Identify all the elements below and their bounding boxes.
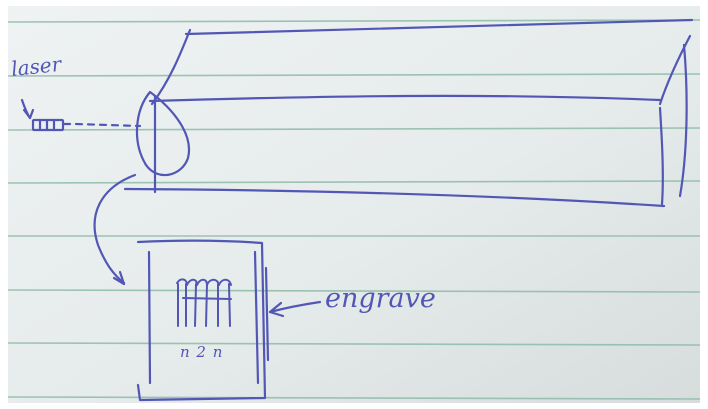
- front-diagonal-edge: [150, 28, 192, 106]
- engraving-box: [136, 239, 270, 402]
- chip-marks-label: n 2 n: [180, 343, 223, 361]
- rule-line: [7, 73, 701, 77]
- engraving-box-side: [264, 266, 270, 362]
- notebook-paper: [8, 6, 700, 403]
- engraving-box-inner-right: [253, 250, 260, 385]
- bottom-rail: [123, 187, 666, 208]
- ruled-lines: [7, 19, 701, 400]
- rule-line: [7, 19, 701, 23]
- connector-curve: [93, 173, 137, 285]
- engrave-label: engrave: [325, 283, 436, 314]
- engrave-arrowhead: [268, 301, 285, 318]
- rule-line: [7, 342, 701, 346]
- focusing-lens: [135, 90, 191, 177]
- top-rail: [184, 18, 694, 36]
- engraved-pattern: [176, 278, 232, 327]
- right-plate-inner: [658, 106, 664, 206]
- rule-line: [7, 127, 701, 131]
- laser-arrowhead: [22, 108, 35, 120]
- rule-line: [7, 289, 701, 293]
- engraving-box-inner-left: [147, 250, 152, 385]
- rule-line: [7, 396, 701, 400]
- middle-rail: [148, 94, 662, 103]
- laser-label: laser: [10, 52, 64, 81]
- engraving-box-outer: [136, 239, 267, 402]
- engrave-arrow: [268, 300, 322, 314]
- laser-emitter: [31, 118, 72, 132]
- connector-arrowhead: [112, 270, 126, 286]
- right-plate-outer: [678, 43, 688, 198]
- laser-beam: [74, 122, 142, 128]
- rule-line: [7, 180, 701, 184]
- right-plate-top: [658, 34, 692, 106]
